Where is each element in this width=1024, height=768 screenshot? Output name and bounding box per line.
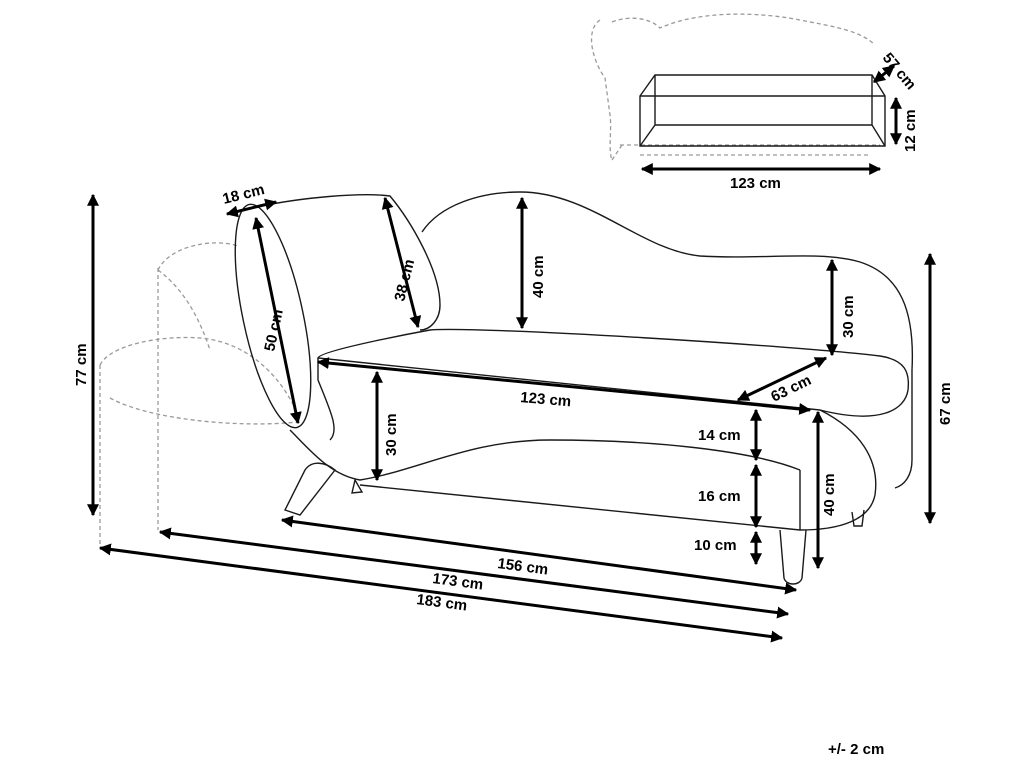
dimension-arrows [87, 193, 936, 643]
seat-depth-arrow [736, 356, 828, 402]
seat-cushion [317, 328, 910, 417]
base-height-label: 16 cm [698, 488, 741, 505]
inset-ghost-arm [590, 19, 613, 161]
seat-front-left [317, 358, 335, 441]
pillow-depth-label: 18 cm [221, 181, 266, 208]
inset-ghost-base [611, 144, 880, 161]
storage-box [639, 74, 886, 147]
pillow-height-label: 38 cm [391, 258, 418, 303]
storage-height-label: 12 cm [902, 109, 919, 152]
left-leg [284, 462, 336, 516]
length-183-arrow [98, 543, 784, 643]
leg-height-label: 10 cm [694, 537, 737, 554]
front-right-leg [779, 529, 807, 585]
pillow-depth-arrow [225, 198, 278, 218]
length-173-label: 173 cm [431, 570, 484, 593]
rear-right-leg [851, 509, 865, 527]
seat-height-label: 40 cm [821, 473, 838, 516]
total-height-right-label: 67 cm [937, 382, 954, 425]
ghost-arm-curve [157, 269, 211, 351]
chaise-outline [234, 191, 914, 585]
pillow-length-arrow [252, 216, 302, 425]
ghost-arm-top [157, 242, 239, 271]
length-156-arrow [280, 515, 798, 595]
inset-ghost-back [611, 13, 876, 46]
rear-left-leg [351, 478, 364, 494]
seat-length-label: 123 cm [520, 389, 572, 410]
length-156-label: 156 cm [496, 555, 549, 578]
storage-depth-arrow [873, 64, 895, 84]
storage-box-edges [639, 75, 886, 147]
dimension-labels: 18 cm 50 cm 38 cm 40 cm 30 cm 123 cm 63 … [73, 181, 954, 615]
length-183-label: 183 cm [415, 591, 468, 614]
tolerance-note: +/- 2 cm [828, 741, 885, 758]
back-height-label: 40 cm [530, 255, 547, 298]
armrest-height-label: 30 cm [840, 295, 857, 338]
seat-length-arrow [316, 357, 812, 415]
cushion-height-label: 14 cm [698, 427, 741, 444]
seat-depth-label: 63 cm [768, 372, 814, 406]
storage-length-label: 123 cm [730, 175, 781, 192]
total-height-left-label: 77 cm [73, 343, 90, 386]
base-front [359, 409, 877, 531]
pillow-height-arrow [381, 196, 422, 329]
storage-inset: 57 cm 12 cm 123 cm [590, 13, 919, 192]
front-arm-height-label: 30 cm [383, 413, 400, 456]
backrest [421, 191, 914, 489]
